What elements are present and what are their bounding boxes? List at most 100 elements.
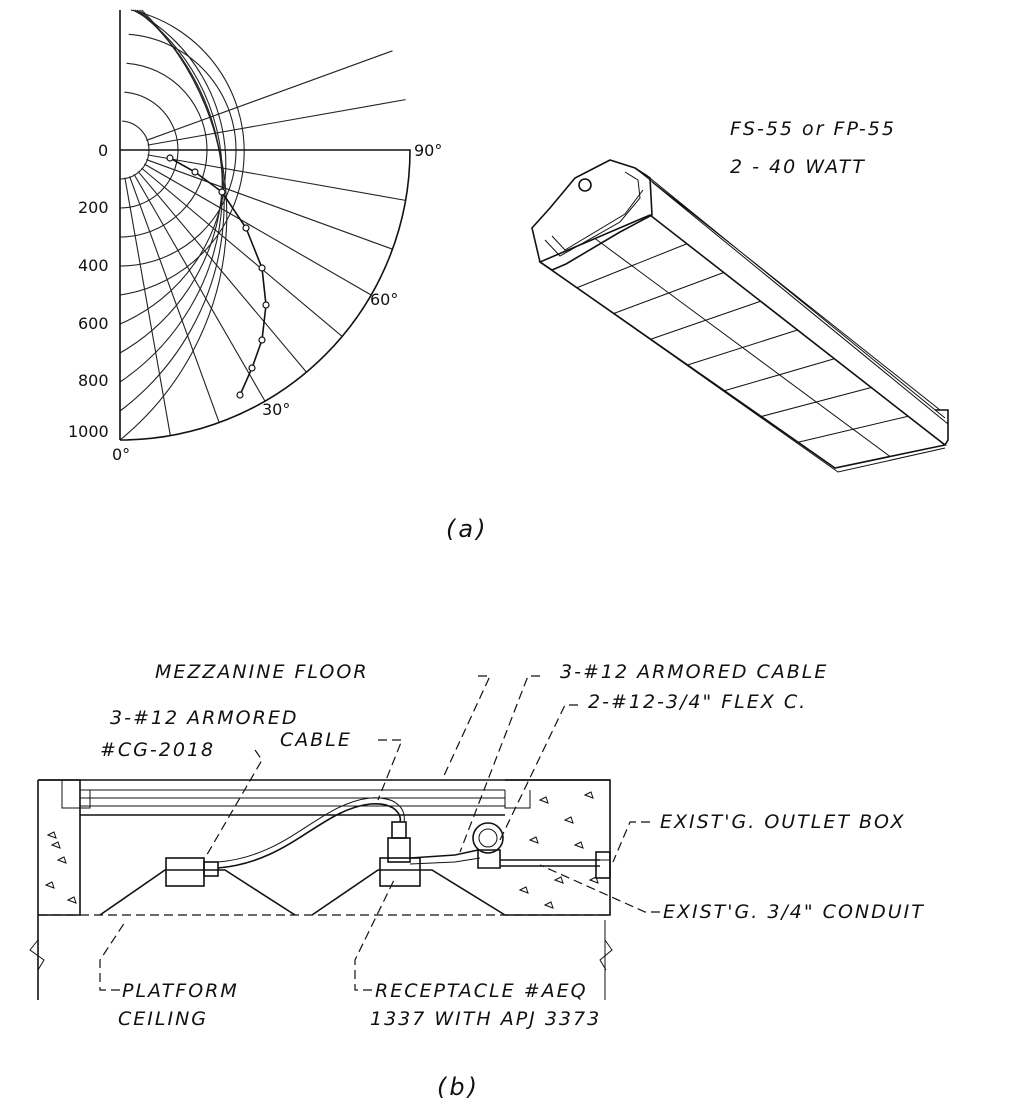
left-bracket xyxy=(61,780,91,809)
aggregate-mark xyxy=(50,841,61,849)
fixture-right-end xyxy=(935,409,949,446)
existing-conduit xyxy=(500,859,600,867)
polar-grid-circle xyxy=(119,9,225,412)
polar-grid-ray xyxy=(137,171,307,373)
caption-a: (a) xyxy=(446,515,488,543)
aggregate-mark xyxy=(46,831,57,839)
leader-armored-right xyxy=(459,675,540,853)
polar-grid-circle xyxy=(119,91,179,209)
lens-grid-line xyxy=(594,238,891,457)
aggregate-mark xyxy=(538,796,549,804)
polar-grid-circle xyxy=(119,9,228,441)
right-concrete-block xyxy=(505,779,611,916)
outlet-box-small xyxy=(477,849,501,869)
baffle-left xyxy=(99,869,296,916)
curve-data-point xyxy=(242,224,250,232)
curve-data-point xyxy=(248,364,256,372)
right-bracket xyxy=(504,790,531,809)
aggregate-mark xyxy=(588,876,599,884)
polar-grid-ray xyxy=(147,154,406,201)
fixture-end-cap xyxy=(531,159,653,271)
angle-label-90: 90° xyxy=(414,141,442,160)
polar-grid-ray xyxy=(129,176,220,423)
polar-grid-ray xyxy=(146,159,393,250)
aggregate-mark xyxy=(583,791,594,799)
housing-left xyxy=(165,857,205,887)
label-armored-cable-right: 3-#12 ARMORED CABLE xyxy=(560,661,828,683)
leader-cable-left xyxy=(377,739,403,801)
label-platform: PLATFORM xyxy=(122,980,239,1002)
aggregate-mark xyxy=(553,876,564,884)
label-receptacle-2: 1337 WITH APJ 3373 xyxy=(370,1008,601,1030)
curve-data-point xyxy=(218,188,226,196)
fixture-lamps-label: 2 - 40 WATT xyxy=(730,156,866,178)
leader-flex xyxy=(499,704,578,841)
label-flex-conduit: 2-#12-3/4" FLEX C. xyxy=(588,691,807,713)
angle-label-60: 60° xyxy=(370,290,398,309)
polar-grid xyxy=(119,9,410,441)
polar-grid-circle xyxy=(119,9,223,383)
leader-platform xyxy=(99,921,126,991)
polar-grid-ray xyxy=(141,167,343,337)
fixture-lens-grid xyxy=(576,238,909,457)
label-ceiling: CEILING xyxy=(118,1008,208,1030)
baffle-right xyxy=(311,869,506,916)
polar-grid-circle xyxy=(119,120,150,180)
curve-data-point xyxy=(258,264,266,272)
aggregate-mark xyxy=(563,816,574,824)
label-cg-number: #CG-2018 xyxy=(100,739,215,761)
fixture-model-label: FS-55 or FP-55 xyxy=(730,118,896,140)
aggregate-mark xyxy=(528,836,539,844)
caption-b: (b) xyxy=(437,1073,480,1101)
flex-conduit xyxy=(409,849,479,859)
leader-cg xyxy=(204,749,263,859)
polar-grid-circle xyxy=(119,33,237,267)
polar-grid-ray xyxy=(146,50,393,141)
plug-left xyxy=(203,861,219,877)
fixture-end-cap-inner-2 xyxy=(551,189,644,251)
label-mezzanine-floor: MEZZANINE FLOOR xyxy=(155,661,369,683)
flex-conduit-outer xyxy=(409,857,481,865)
radial-label-600: 600 xyxy=(78,314,109,333)
polar-grid-ray xyxy=(133,173,266,402)
polar-grid-ray xyxy=(147,99,406,146)
label-outlet-box: EXIST'G. OUTLET BOX xyxy=(660,811,906,833)
label-existing-conduit: EXIST'G. 3/4" CONDUIT xyxy=(663,901,925,923)
curve-data-point xyxy=(166,154,174,162)
curve-data-point xyxy=(236,391,244,399)
fixture-bottom-edge xyxy=(551,269,946,473)
curve-data-point xyxy=(262,301,270,309)
aggregate-mark xyxy=(543,901,554,909)
polar-grid-ray xyxy=(124,177,171,436)
polar-grid-ray xyxy=(143,163,372,296)
curve-data-point xyxy=(191,168,199,176)
flex-loop xyxy=(472,822,504,854)
aggregate-mark xyxy=(66,896,77,904)
fixture-end-cap-inner xyxy=(544,171,641,257)
polar-grid-circle xyxy=(119,9,227,325)
fixture-knockout-hole xyxy=(578,178,592,192)
aggregate-mark xyxy=(518,886,529,894)
label-receptacle-1: RECEPTACLE #AEQ xyxy=(375,980,588,1002)
fixture-top-rails xyxy=(634,167,949,425)
label-armored-cable-left-2: CABLE xyxy=(280,729,352,751)
polar-outer-boundary xyxy=(119,149,411,441)
curve-data-point xyxy=(258,336,266,344)
polar-candlepower-diagram: 0 200 400 600 800 1000 90° 60° 30° 0° xyxy=(68,9,442,464)
leader-mezzanine xyxy=(441,675,491,781)
angle-label-0: 0° xyxy=(112,445,130,464)
existing-outlet-box xyxy=(595,851,611,879)
flex-loop-inner xyxy=(478,828,498,848)
radial-label-800: 800 xyxy=(78,371,109,390)
concrete-aggregate xyxy=(44,791,599,909)
radial-label-0: 0 xyxy=(98,141,108,160)
fluorescent-fixture-illustration xyxy=(531,159,949,473)
installation-section-drawing xyxy=(29,675,660,1000)
right-wall-break xyxy=(599,920,613,1000)
aggregate-mark xyxy=(573,841,584,849)
armored-cable-outer xyxy=(217,797,405,863)
radial-label-200: 200 xyxy=(78,198,109,217)
aggregate-mark xyxy=(56,856,67,864)
